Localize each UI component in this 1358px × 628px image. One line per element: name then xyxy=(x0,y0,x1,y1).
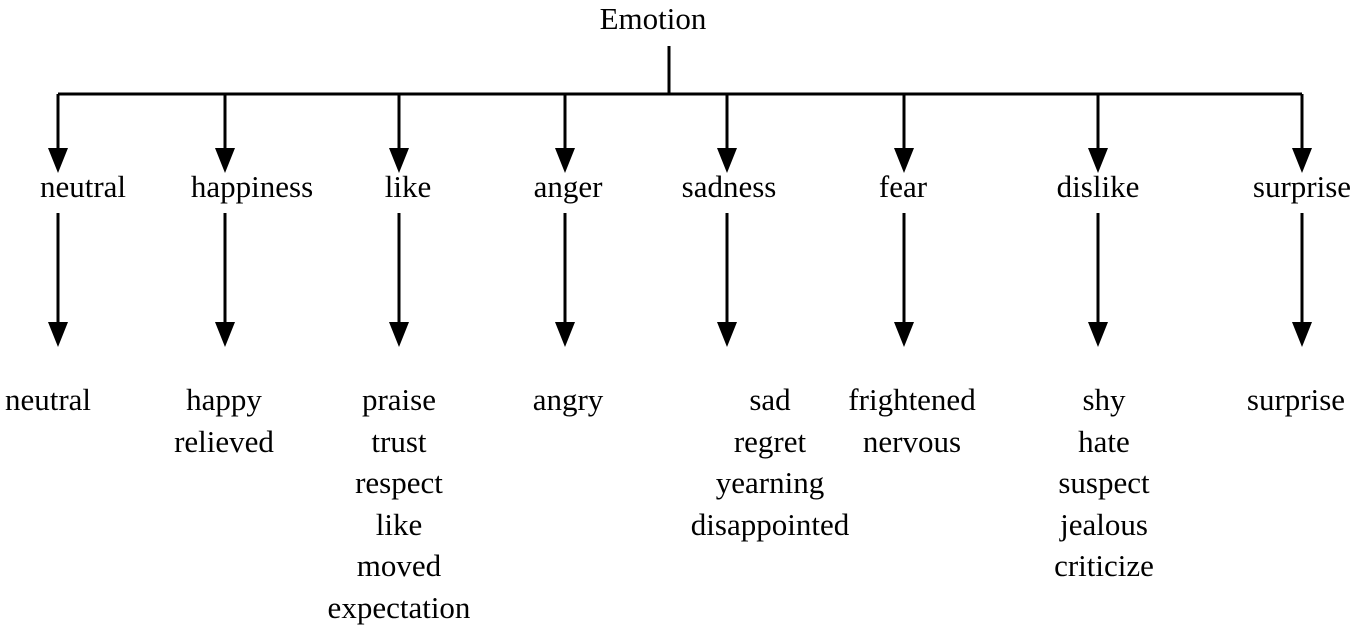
sub-emotion-item: happy xyxy=(174,379,274,421)
sub-emotion-item: jealous xyxy=(1054,504,1154,546)
child-arrowhead-happiness xyxy=(215,322,235,347)
sub-list-fear: frightened nervous xyxy=(848,379,975,462)
sub-emotion-item: frightened xyxy=(848,379,975,421)
sub-emotion-item: hate xyxy=(1054,421,1154,463)
sub-emotion-item: yearning xyxy=(691,462,849,504)
category-label-neutral: neutral xyxy=(40,171,126,202)
child-arrowhead-fear xyxy=(894,322,914,347)
sub-emotion-item: criticize xyxy=(1054,545,1154,587)
category-label-like: like xyxy=(385,171,432,202)
sub-emotion-item: moved xyxy=(328,545,471,587)
sub-emotion-item: expectation xyxy=(328,587,471,628)
sub-emotion-item: trust xyxy=(328,421,471,463)
sub-list-anger: angry xyxy=(533,379,604,421)
sub-emotion-item: relieved xyxy=(174,421,274,463)
sub-emotion-item: sad xyxy=(691,379,849,421)
sub-emotion-item: respect xyxy=(328,462,471,504)
child-arrowhead-neutral xyxy=(48,322,68,347)
sub-list-surprise: surprise xyxy=(1247,379,1345,421)
category-label-fear: fear xyxy=(879,171,927,202)
sub-list-happiness: happy relieved xyxy=(174,379,274,462)
sub-emotion-item: shy xyxy=(1054,379,1154,421)
child-arrowhead-surprise xyxy=(1292,322,1312,347)
sub-list-like: praise trust respect like moved expectat… xyxy=(328,379,471,628)
sub-list-sadness: sad regret yearning disappointed xyxy=(691,379,849,545)
child-arrowhead-like xyxy=(389,322,409,347)
sub-emotion-item: angry xyxy=(533,379,604,421)
category-label-anger: anger xyxy=(534,171,603,202)
sub-emotion-item: praise xyxy=(328,379,471,421)
child-arrowhead-anger xyxy=(555,322,575,347)
child-arrowhead-dislike xyxy=(1088,322,1108,347)
sub-emotion-item: nervous xyxy=(848,421,975,463)
sub-emotion-item: surprise xyxy=(1247,379,1345,421)
category-label-surprise: surprise xyxy=(1253,171,1351,202)
category-label-sadness: sadness xyxy=(682,171,777,202)
sub-emotion-item: disappointed xyxy=(691,504,849,546)
sub-emotion-item: neutral xyxy=(5,379,91,421)
sub-emotion-item: like xyxy=(328,504,471,546)
sub-list-neutral: neutral xyxy=(5,379,91,421)
category-label-happiness: happiness xyxy=(191,171,313,202)
child-arrowhead-sadness xyxy=(717,322,737,347)
sub-emotion-item: suspect xyxy=(1054,462,1154,504)
sub-emotion-item: regret xyxy=(691,421,849,463)
category-label-dislike: dislike xyxy=(1057,171,1140,202)
sub-list-dislike: shy hate suspect jealous criticize xyxy=(1054,379,1154,587)
root-node-label: Emotion xyxy=(600,3,707,34)
